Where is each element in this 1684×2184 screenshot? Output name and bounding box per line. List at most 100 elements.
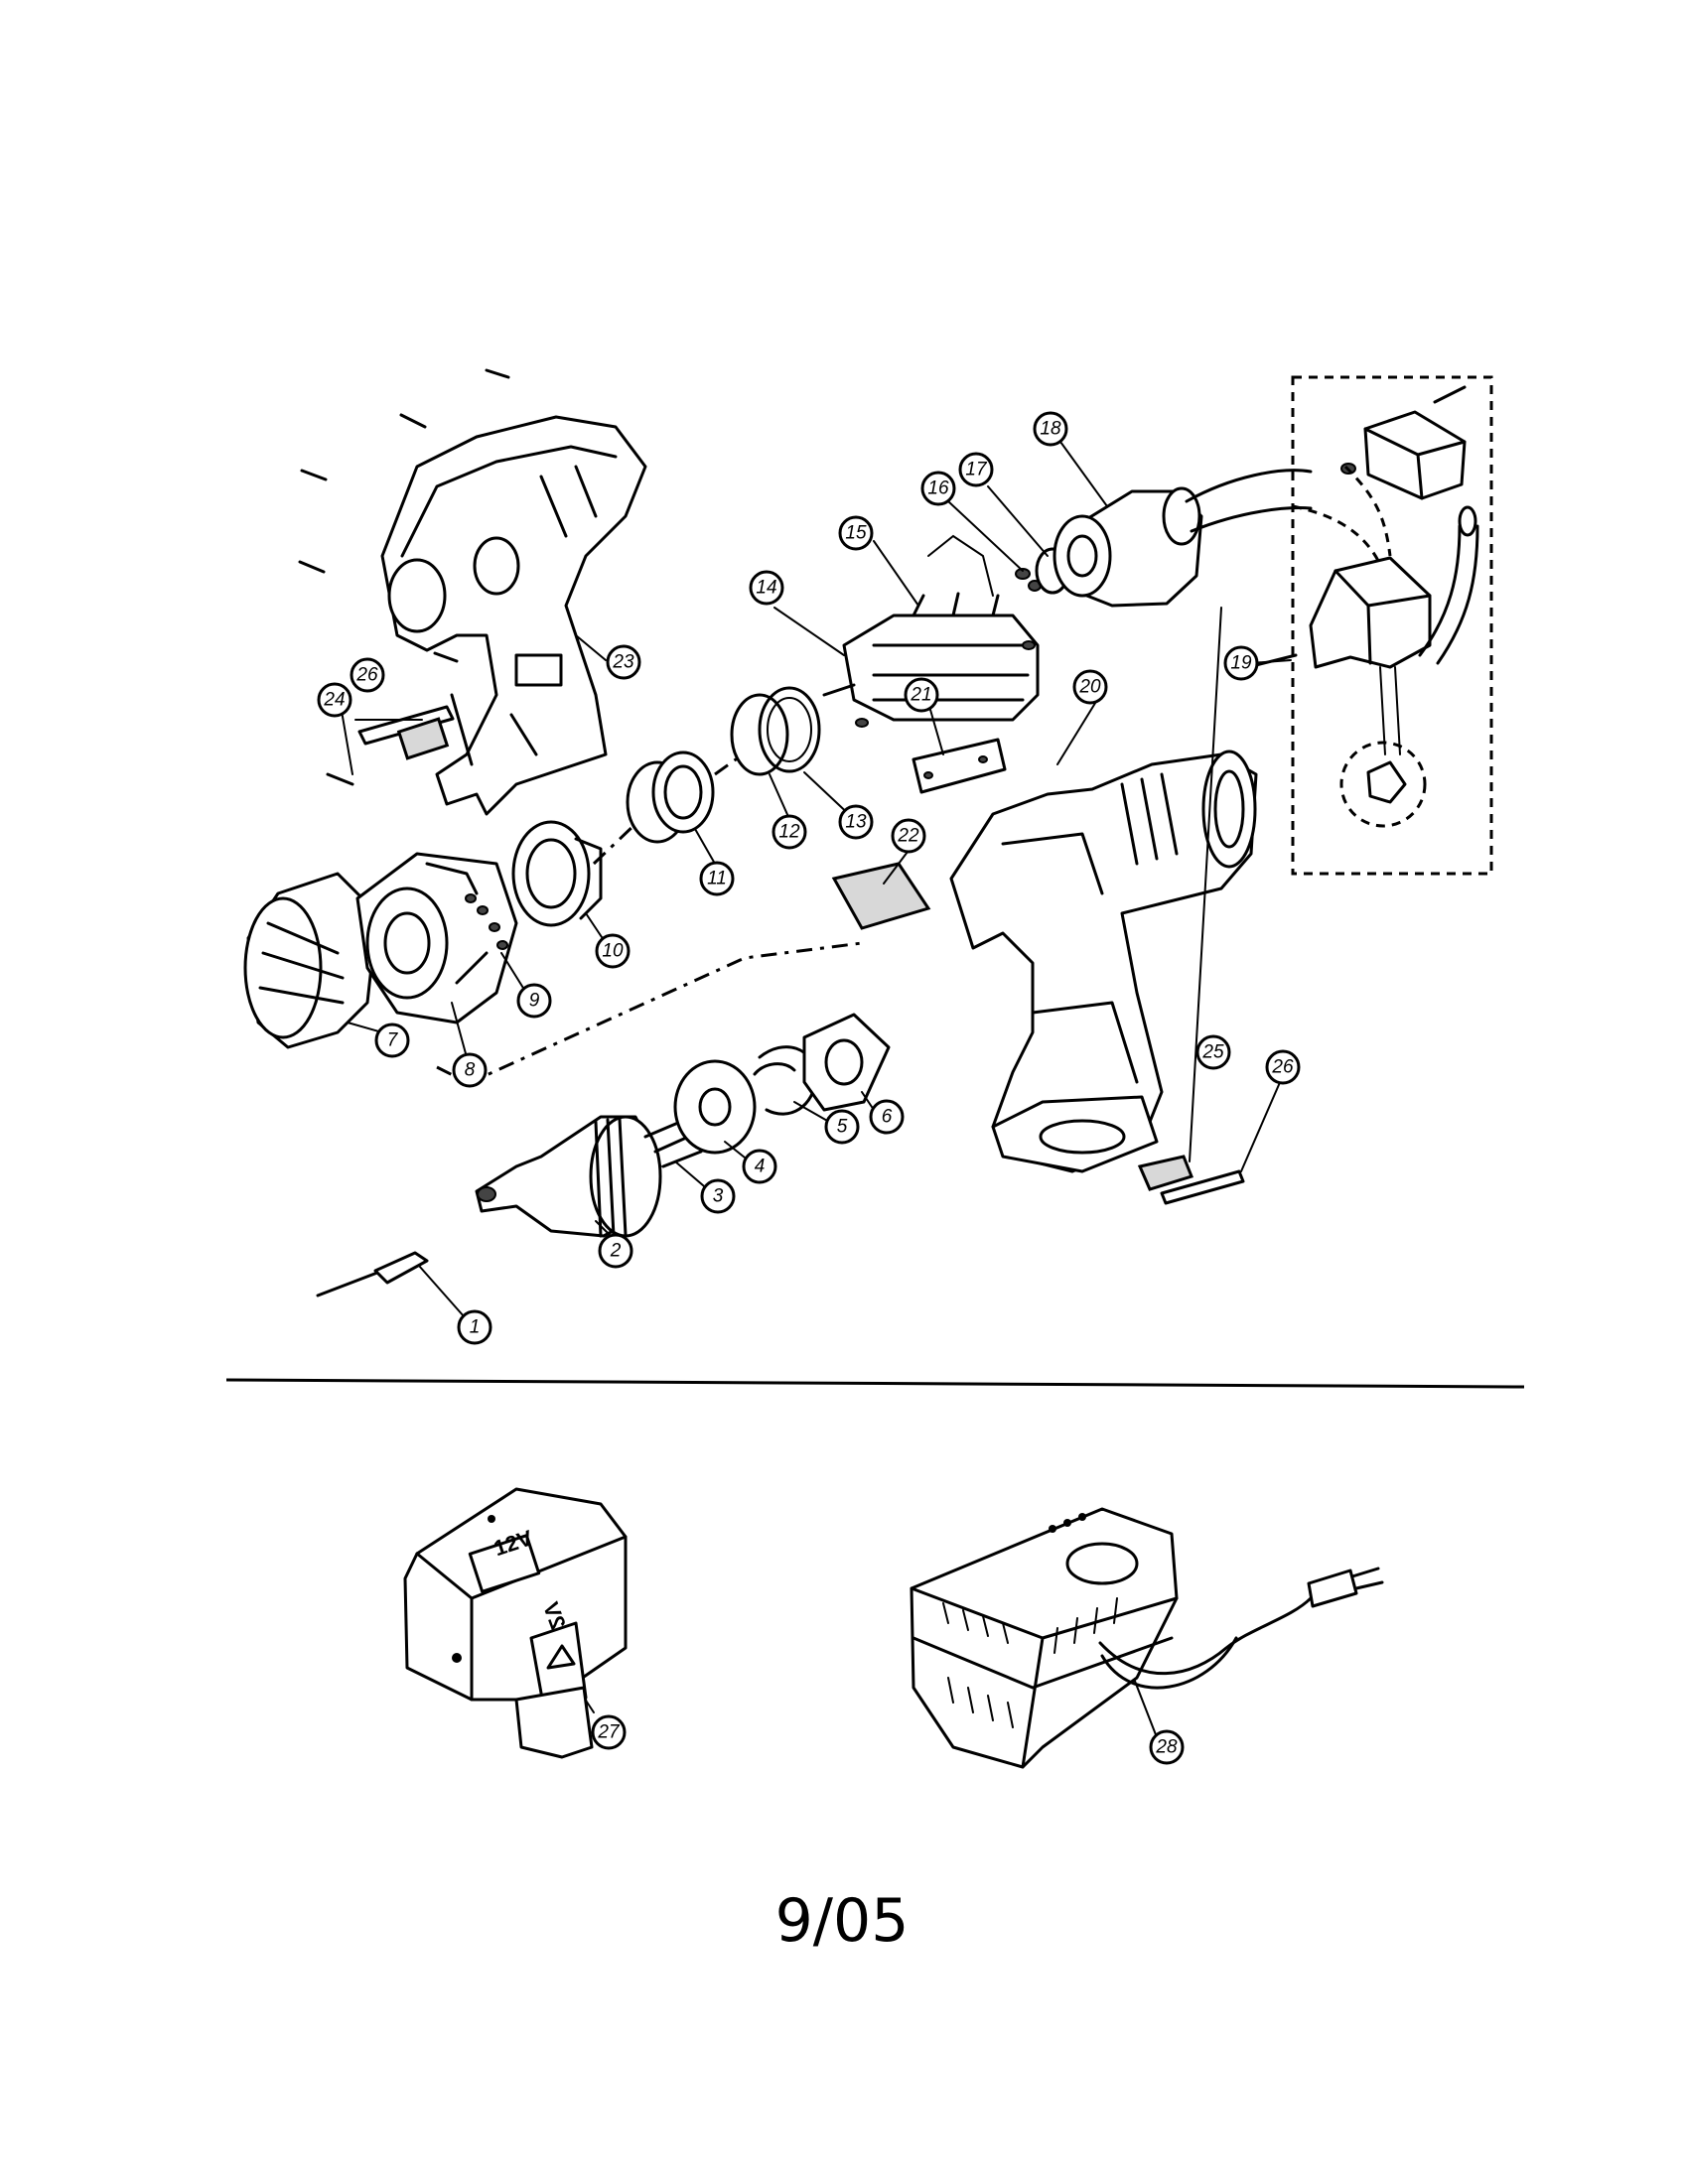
ring-gear-10 <box>511 820 603 927</box>
callout-8: 8 <box>452 1052 488 1088</box>
battery-pack-27: 12V 12V <box>403 1487 628 1759</box>
callout-circle <box>958 452 994 487</box>
callout-15: 15 <box>838 515 874 551</box>
callout-circle <box>869 1099 905 1135</box>
callout-number: 13 <box>845 812 867 833</box>
housing-screws <box>298 368 510 786</box>
plate-6 <box>802 1013 891 1112</box>
callout-number: 9 <box>529 991 540 1012</box>
gear-housing-8 <box>355 852 518 1024</box>
motor-18 <box>1052 486 1203 608</box>
callout-12: 12 <box>772 814 807 850</box>
callout-number: 19 <box>1230 653 1252 674</box>
bit-1 <box>316 1251 429 1297</box>
callout-circle <box>1223 645 1259 681</box>
callout-1: 1 <box>457 1309 492 1345</box>
callout-25: 25 <box>1195 1034 1231 1070</box>
gear-case-7 <box>243 872 379 1049</box>
revision-date: 9/05 <box>774 1886 910 1956</box>
callout-28: 28 <box>1149 1729 1185 1765</box>
callout-circle <box>1033 411 1068 447</box>
callout-circle <box>350 657 385 693</box>
chuck-2 <box>475 1115 662 1238</box>
belt-clip-left <box>357 705 455 760</box>
right-housing-half <box>949 750 1258 1173</box>
callout-circle <box>742 1149 777 1184</box>
callout-circle <box>1195 1034 1231 1070</box>
callout-7: 7 <box>374 1023 410 1058</box>
callout-2: 2 <box>598 1233 633 1269</box>
callout-circle <box>374 1023 410 1058</box>
callout-circle <box>920 471 956 506</box>
callout-number: 4 <box>755 1157 766 1177</box>
callout-9: 9 <box>516 983 552 1019</box>
callout-27: 27 <box>591 1714 627 1750</box>
belt-clip-right <box>1137 1155 1245 1205</box>
callout-number: 7 <box>387 1030 399 1051</box>
callout-number: 21 <box>910 685 931 706</box>
callout-number: 3 <box>713 1186 724 1207</box>
callout-number: 8 <box>465 1060 476 1081</box>
callout-number: 6 <box>882 1107 893 1128</box>
callout-circle <box>1265 1049 1301 1085</box>
callout-10: 10 <box>595 933 631 969</box>
callout-11: 11 <box>699 861 735 896</box>
callout-number: 28 <box>1155 1737 1178 1758</box>
callout-19: 19 <box>1223 645 1259 681</box>
callout-23: 23 <box>606 644 641 680</box>
callout-24: 24 <box>317 682 352 718</box>
callout-number: 22 <box>897 826 919 847</box>
callout-6: 6 <box>869 1099 905 1135</box>
callout-circle <box>838 804 874 840</box>
callout-5: 5 <box>824 1109 860 1145</box>
pins-9 <box>465 893 508 950</box>
callout-circle <box>457 1309 492 1345</box>
callout-26: 26 <box>350 657 385 693</box>
callout-circle <box>595 933 631 969</box>
callout-number: 23 <box>612 652 634 673</box>
callout-circle <box>452 1052 488 1088</box>
callout-number: 15 <box>845 523 867 544</box>
callout-4: 4 <box>742 1149 777 1184</box>
carrier-11 <box>626 751 715 844</box>
callout-21: 21 <box>904 677 939 713</box>
callout-circle <box>699 861 735 896</box>
leader-lines <box>347 441 1292 1738</box>
callout-3: 3 <box>700 1178 736 1214</box>
callout-number: 2 <box>610 1241 622 1262</box>
callout-22: 22 <box>891 818 926 854</box>
left-housing-half <box>380 415 647 816</box>
callout-number: 17 <box>965 460 988 480</box>
callout-circle <box>1149 1729 1185 1765</box>
rings-12-13 <box>730 686 821 776</box>
callout-circle <box>700 1178 736 1214</box>
callout-circle <box>516 983 552 1019</box>
callout-number: 24 <box>323 690 345 711</box>
callout-number: 12 <box>778 822 800 843</box>
callout-number: 16 <box>927 478 949 499</box>
callout-number: 18 <box>1040 419 1061 440</box>
callout-circle <box>838 515 874 551</box>
callout-13: 13 <box>838 804 874 840</box>
callout-number: 20 <box>1078 677 1101 698</box>
section-divider <box>225 1378 1525 1389</box>
callout-circle <box>606 644 641 680</box>
callout-circle <box>891 818 926 854</box>
callout-16: 16 <box>920 471 956 506</box>
battery-charger-28 <box>910 1507 1384 1769</box>
callout-circle <box>749 570 784 606</box>
callout-circle <box>591 1714 627 1750</box>
plate-4 <box>673 1059 757 1155</box>
callout-26: 26 <box>1265 1049 1301 1085</box>
callout-number: 27 <box>597 1722 621 1743</box>
callout-number: 26 <box>355 665 378 686</box>
callout-17: 17 <box>958 452 994 487</box>
callout-circle <box>1072 669 1108 705</box>
callout-number: 26 <box>1271 1057 1294 1078</box>
callout-number: 25 <box>1201 1042 1224 1063</box>
callout-18: 18 <box>1033 411 1068 447</box>
transmission-14-15 <box>822 534 1040 728</box>
callout-number: 1 <box>470 1317 481 1338</box>
